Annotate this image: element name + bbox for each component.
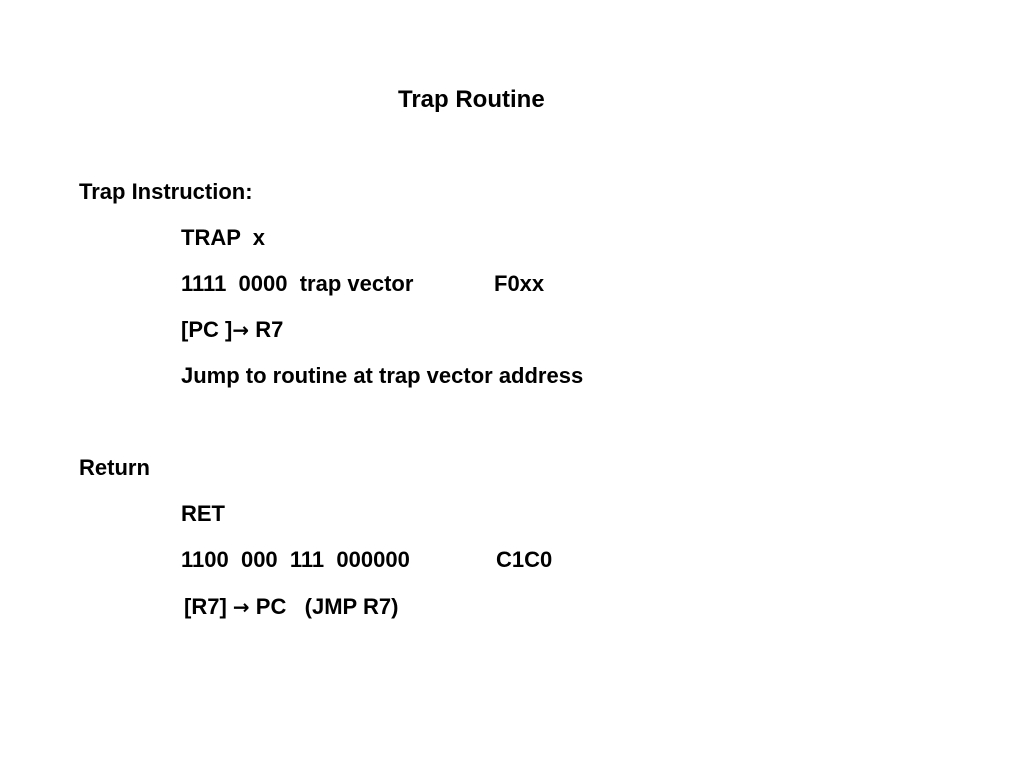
- trap-jump: Jump to routine at trap vector address: [181, 363, 584, 388]
- save-pc-before: [PC ]: [181, 317, 233, 342]
- return-encoding: 1100 000 111 000000: [181, 547, 410, 572]
- trap-syntax: TRAP x: [181, 225, 265, 250]
- return-heading: Return: [79, 455, 150, 480]
- trap-encoding: 1111 0000 trap vector: [181, 271, 414, 296]
- return-restore-pc: [R7] → PC (JMP R7): [184, 594, 398, 620]
- restore-before: [R7]: [184, 594, 233, 619]
- trap-hex: F0xx: [494, 271, 545, 296]
- trap-save-pc: [PC ]→ R7: [181, 317, 283, 343]
- return-hex: C1C0: [496, 547, 553, 572]
- right-arrow-icon: →: [232, 318, 250, 342]
- restore-after: PC (JMP R7): [249, 594, 399, 619]
- save-pc-after: R7: [249, 317, 284, 342]
- return-syntax: RET: [181, 501, 225, 526]
- slide-title: Trap Routine: [398, 86, 545, 113]
- trap-instruction-heading: Trap Instruction:: [79, 179, 253, 204]
- right-arrow-icon: →: [232, 595, 250, 619]
